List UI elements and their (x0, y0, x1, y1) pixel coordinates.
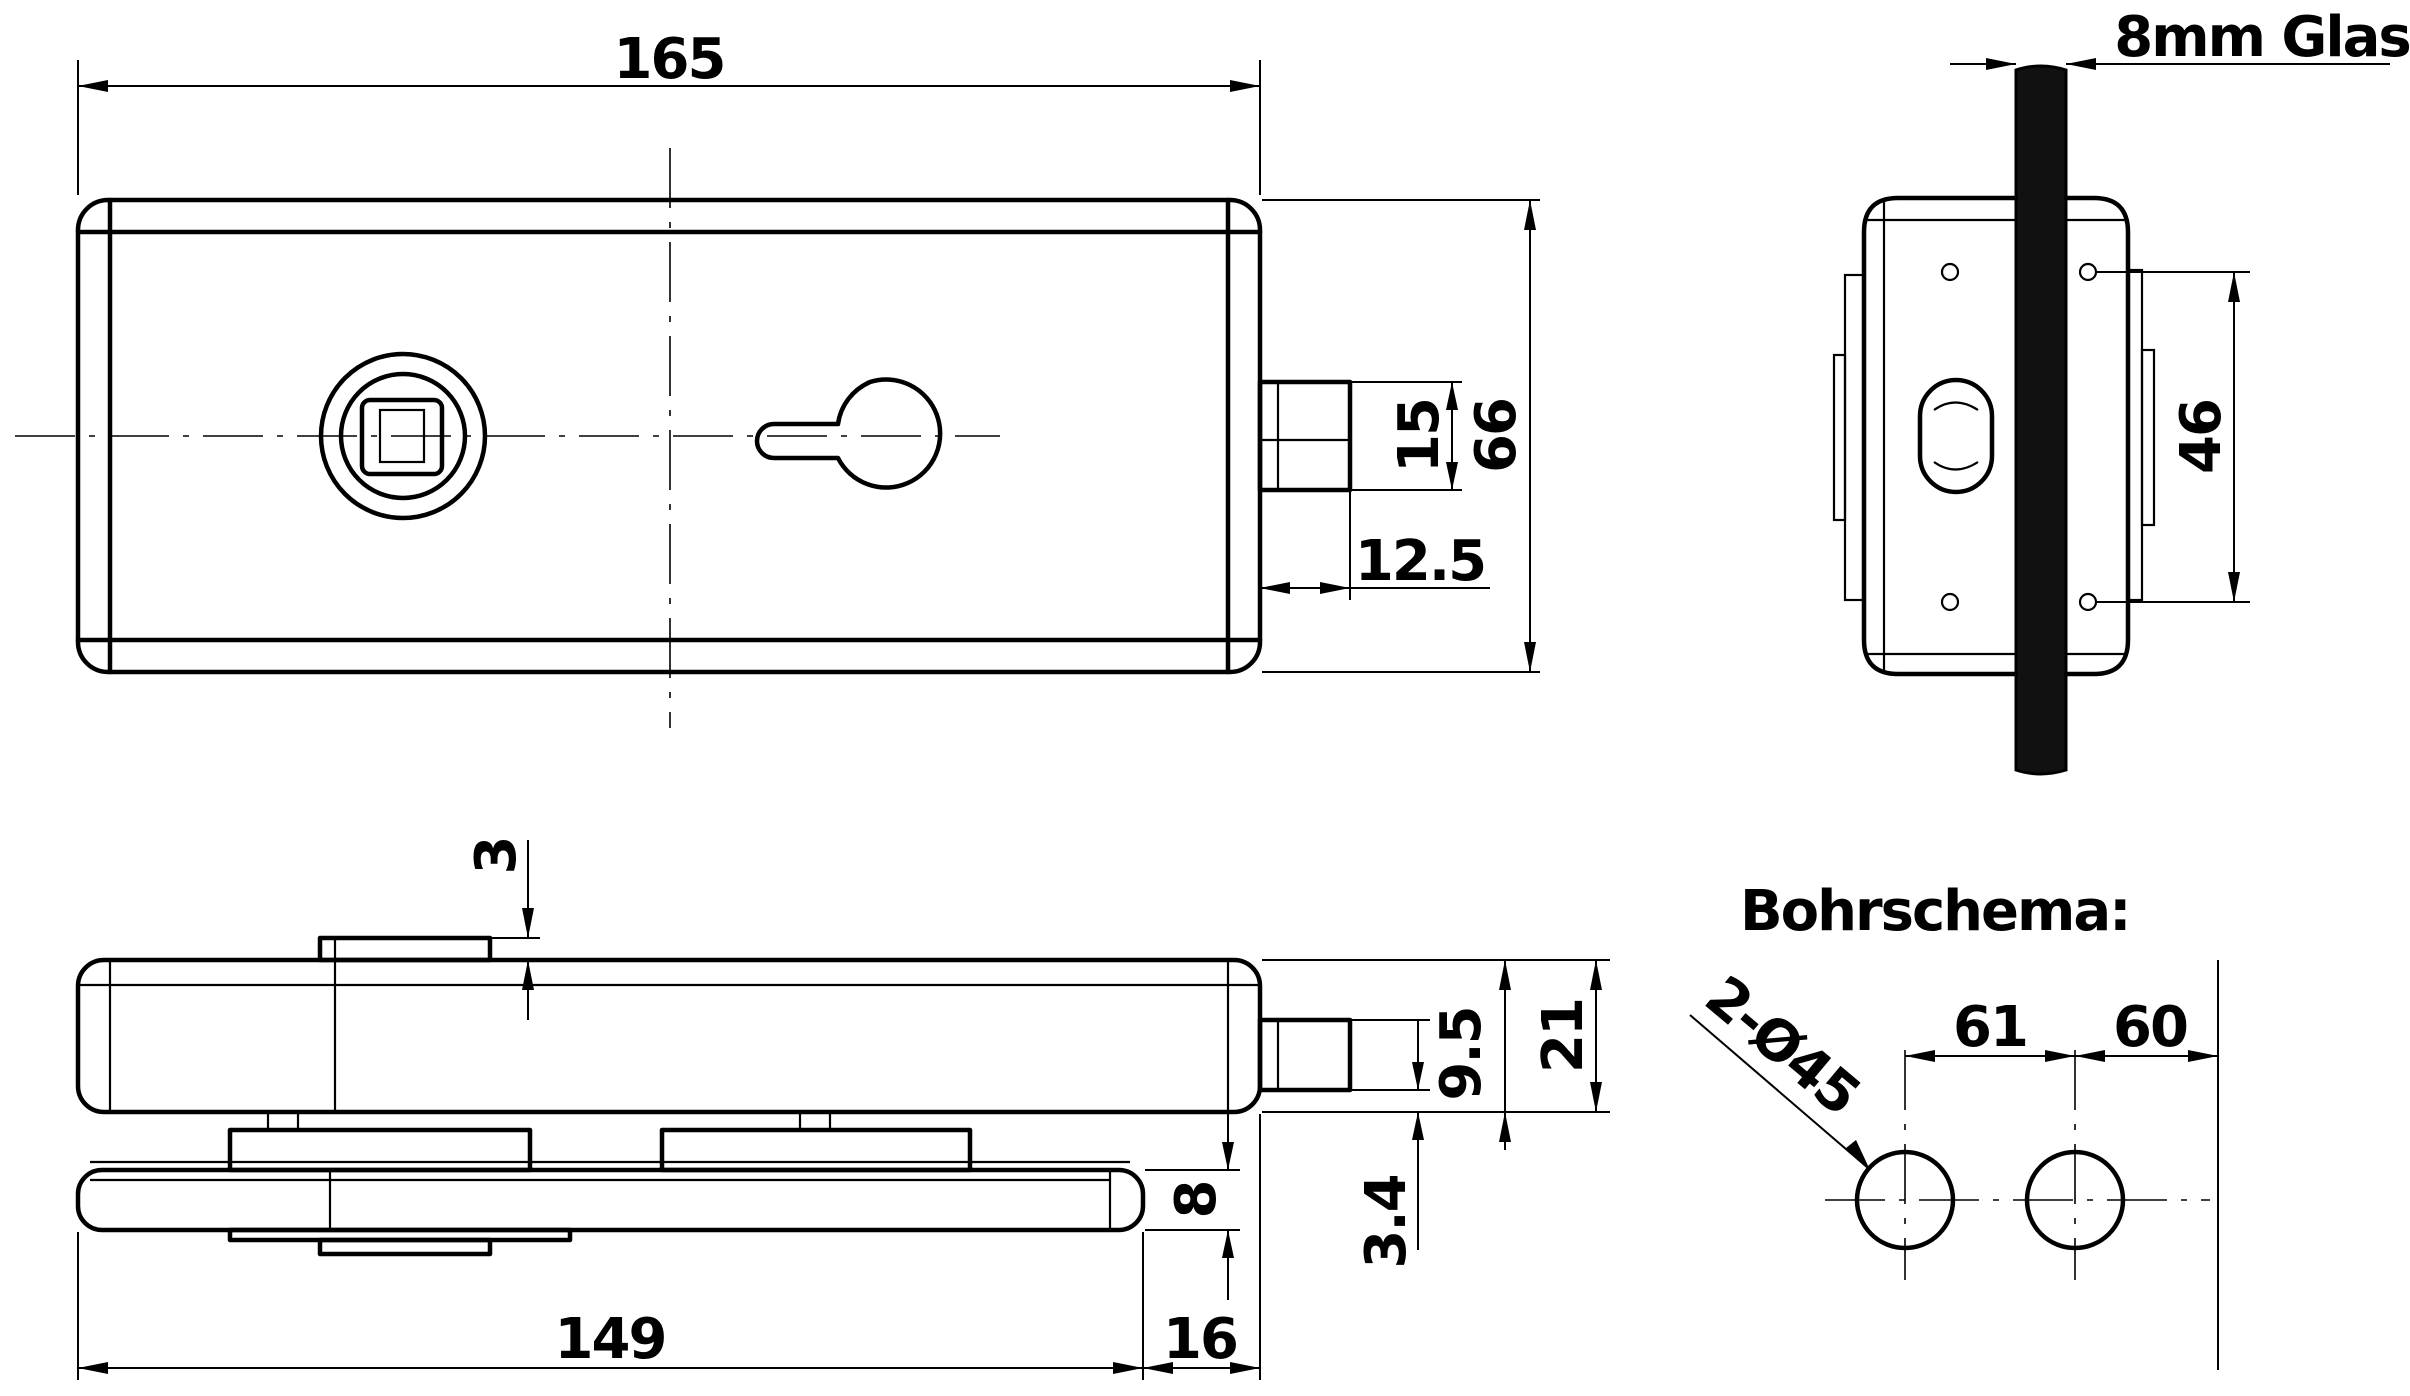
bottom-cap (317, 1237, 493, 1257)
front-view: 165 66 15 12.5 (15, 27, 1540, 728)
dim-3-label: 3 (464, 838, 529, 875)
arrow (522, 908, 534, 938)
arrow (2066, 58, 2096, 70)
dim-60-label: 60 (2113, 995, 2187, 1060)
arrow (78, 80, 108, 92)
arrow (1905, 1050, 1935, 1062)
dim-21-label: 21 (1531, 999, 1596, 1073)
hole-leader-line (1689, 1014, 1869, 1169)
arrow (522, 960, 534, 990)
screw-2 (798, 1110, 832, 1132)
dim-15-label: 15 (1387, 399, 1452, 473)
arrow (1590, 1082, 1602, 1112)
arrow (2228, 272, 2240, 302)
arrow (1222, 1142, 1234, 1170)
screw-1 (266, 1110, 300, 1132)
arrow (1260, 582, 1290, 594)
arrow (1524, 200, 1536, 230)
bottom-housing-edges (78, 960, 1260, 1112)
arrow (1412, 1112, 1424, 1140)
dim-8-label: 8 (1164, 1182, 1229, 1219)
screw-left-top (1940, 262, 1960, 282)
dim-165-label: 165 (614, 27, 725, 92)
right-housing-edges (2066, 218, 2128, 656)
arrow (1320, 582, 1350, 594)
screw-right-top (2078, 262, 2098, 282)
thumb-turn-ring (338, 371, 468, 501)
arrow (1499, 1112, 1511, 1142)
housing-inner-edges (75, 197, 1263, 675)
arrow (1446, 462, 1458, 490)
left-housing-edges (1864, 198, 2016, 674)
lower-plate-edges (90, 1160, 1130, 1230)
lower-plate (75, 1167, 1146, 1233)
arrow (1143, 1362, 1173, 1374)
dim-9-5-label: 9.5 (1429, 1007, 1494, 1100)
arrow (2075, 1050, 2105, 1062)
right-rosette (2140, 348, 2156, 527)
arrow (1230, 80, 1260, 92)
arrow (2228, 572, 2240, 602)
glass-panel (2014, 64, 2068, 776)
bolt-slot (1917, 377, 1995, 495)
dim-16-label: 16 (1163, 1307, 1237, 1372)
arrow (1499, 960, 1511, 990)
bottom-bolt (1257, 1017, 1353, 1093)
thumb-turn-slot (378, 408, 426, 464)
thumb-turn-rosette (318, 351, 488, 521)
screw-left-bottom (1940, 592, 1960, 612)
dim-149-label: 149 (555, 1307, 666, 1372)
arrow (1230, 1362, 1260, 1374)
lock-bolt (1257, 379, 1353, 493)
arrow (1986, 58, 2016, 70)
clamp-plate-left (227, 1127, 533, 1173)
keyhole-icon (754, 377, 943, 490)
arrow (1113, 1362, 1143, 1374)
left-rosette (1832, 353, 1847, 522)
bottom-view: 3 9.5 3.4 21 8 1 (75, 838, 1610, 1380)
screw-right-bottom (2078, 592, 2098, 612)
side-view: 8mm Glas 46 (1832, 5, 2410, 776)
arrow (1446, 382, 1458, 410)
drilling-scheme-title: Bohrschema: (1740, 879, 2130, 944)
dim-3-4-label: 3.4 (1354, 1175, 1419, 1268)
arrow (78, 1362, 108, 1374)
arrow (2045, 1050, 2075, 1062)
arrow (1590, 960, 1602, 990)
clamp-plate-right (659, 1127, 973, 1173)
dim-12-5-label: 12.5 (1355, 529, 1485, 594)
dim-glass-label: 8mm Glas (2114, 5, 2409, 70)
drilling-scheme: Bohrschema: 61 60 2-Ø45 (1689, 879, 2219, 1370)
arrow (1846, 1140, 1870, 1170)
hole-diameter-label: 2-Ø45 (1693, 964, 1871, 1128)
arrow (1222, 1230, 1234, 1258)
dim-46-label: 46 (2169, 400, 2234, 474)
slot-detail (1933, 401, 1979, 471)
arrow (2188, 1050, 2218, 1062)
thumb-turn-knob (359, 397, 445, 477)
arrow (1524, 642, 1536, 672)
top-cap (317, 935, 493, 963)
bottom-housing (75, 957, 1263, 1115)
dim-61-label: 61 (1953, 995, 2027, 1060)
arrow (1412, 1062, 1424, 1090)
left-cover-plate (1843, 273, 1866, 602)
dim-66-label: 66 (1464, 399, 1529, 473)
